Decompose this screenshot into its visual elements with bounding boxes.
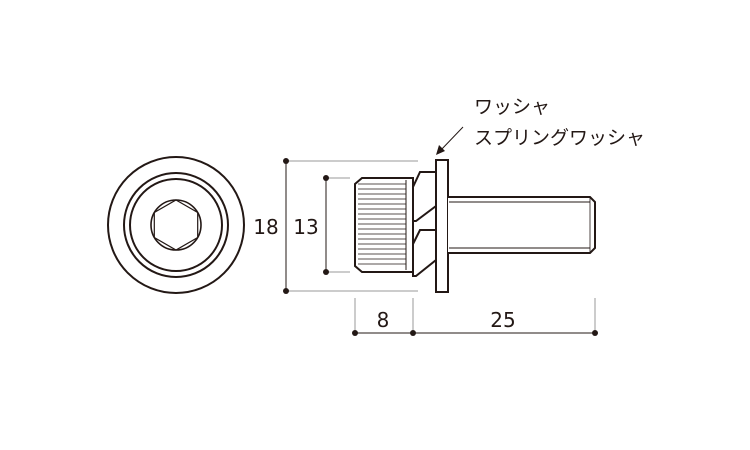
knurling bbox=[358, 183, 406, 265]
flat-washer bbox=[435, 159, 449, 293]
dim-shaft-length: 25 bbox=[490, 308, 515, 332]
head-outline bbox=[123, 172, 229, 278]
hex-socket-icon bbox=[153, 199, 199, 251]
spring-washer-bottom bbox=[412, 229, 437, 277]
label-spring-washer: スプリングワッシャ bbox=[474, 127, 645, 149]
dim-washer-diameter: 18 bbox=[253, 215, 278, 239]
head-chamfer bbox=[129, 178, 223, 272]
extension-lines bbox=[286, 160, 596, 333]
end-view bbox=[107, 156, 245, 294]
dimension-lines bbox=[283, 158, 598, 336]
side-view bbox=[354, 159, 596, 293]
leader-arrow bbox=[436, 126, 464, 155]
bolt-shaft bbox=[448, 196, 596, 254]
label-washer: ワッシャ bbox=[474, 96, 550, 118]
socket-circle bbox=[150, 199, 202, 251]
washer-outline bbox=[107, 156, 245, 294]
spring-washer-top bbox=[412, 171, 437, 222]
dim-head-diameter: 13 bbox=[293, 215, 318, 239]
bolt-head bbox=[354, 177, 414, 273]
dim-head-length: 8 bbox=[377, 308, 390, 332]
